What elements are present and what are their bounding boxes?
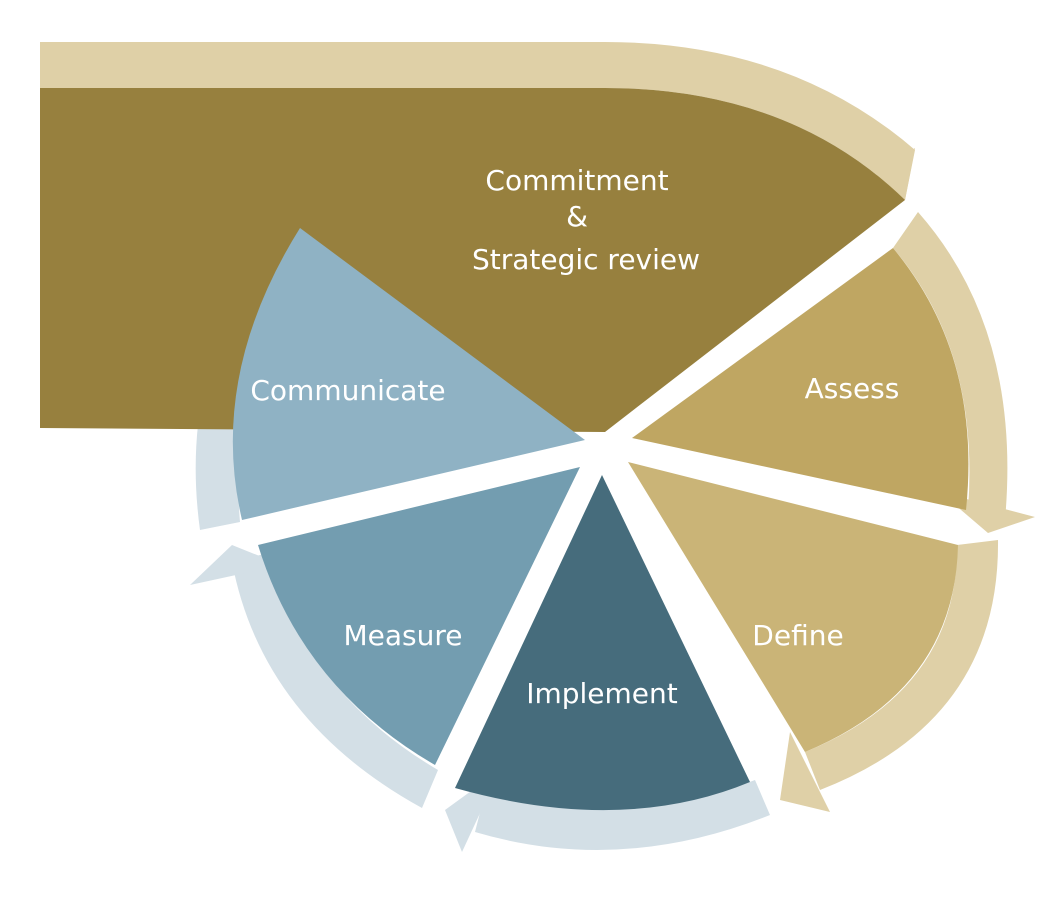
implement-label: Implement <box>526 677 678 710</box>
measure-segment <box>258 467 580 765</box>
measure-cycle-arrow <box>190 545 438 808</box>
implement-segment <box>455 475 750 811</box>
commitment-label-line2: & <box>566 200 588 233</box>
define-label: Define <box>752 619 843 652</box>
measure-arrowhead <box>190 545 282 585</box>
assess-segment <box>632 248 969 510</box>
commitment-arrow-band <box>40 42 915 200</box>
define-arrow-band <box>805 540 999 790</box>
assess-arrow-band <box>893 212 1008 520</box>
measure-arrow-band <box>232 552 438 808</box>
define-segment <box>628 462 958 752</box>
measure-label: Measure <box>344 619 463 652</box>
assess-label: Assess <box>805 372 900 405</box>
commitment-label-line3: Strategic review <box>472 243 700 276</box>
implement-arrow-band <box>475 780 770 850</box>
communicate-segment <box>232 228 586 520</box>
commitment-label-line1: Commitment <box>485 164 668 197</box>
communicate-label: Communicate <box>250 374 445 407</box>
define-cycle-arrow <box>780 540 999 812</box>
define-arrowhead <box>780 732 830 812</box>
